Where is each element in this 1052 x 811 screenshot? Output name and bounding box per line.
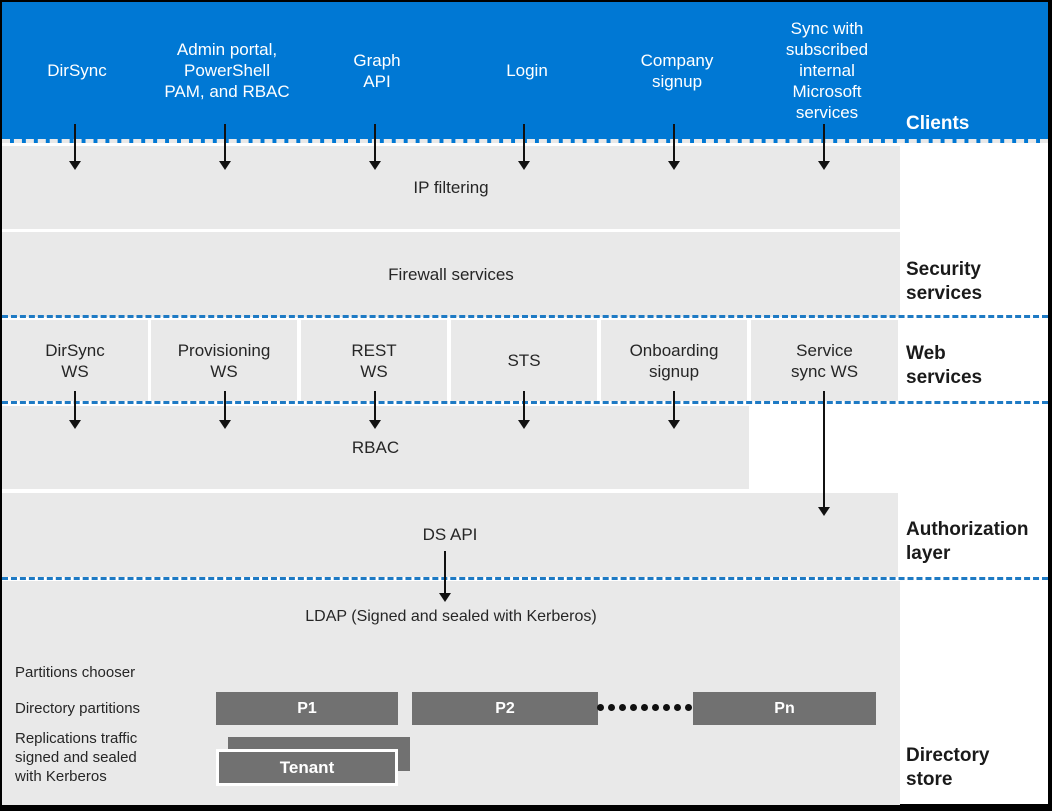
- arrow-ws-dirsync-icon: [74, 391, 76, 421]
- partition-p2: P2: [412, 692, 598, 725]
- ldap-label: LDAP (Signed and sealed with Kerberos): [305, 608, 597, 625]
- directory-partitions-label: Directory partitions: [15, 700, 141, 717]
- ws-service-sync: Service sync WS: [751, 320, 898, 401]
- replication-note-label: Replications traffic signed and sealed w…: [15, 730, 138, 785]
- arrow-signup-down-icon: [673, 124, 675, 162]
- arrow-ws-sts-icon: [523, 391, 525, 421]
- dashed-line-auth-store: [2, 577, 1048, 580]
- dashed-line-web-auth: [2, 401, 1048, 404]
- section-label-authorization: Authorization layer: [906, 519, 1029, 564]
- clients-band: DirSync Admin portal, PowerShell PAM, an…: [2, 2, 1048, 143]
- partitions-chooser-label: Partitions chooser: [15, 664, 136, 681]
- arrow-service-sync-long-icon: [823, 391, 825, 508]
- client-company-signup: Company signup: [640, 50, 714, 91]
- ellipsis-dots-icon: [597, 704, 692, 711]
- section-label-clients: Clients: [906, 113, 970, 134]
- ws-sts: STS: [451, 320, 597, 401]
- arrow-ws-provisioning-icon: [224, 391, 226, 421]
- ws-rest: REST WS: [301, 320, 447, 401]
- web-services-row: DirSync WS Provisioning WS REST WS STS O…: [0, 320, 900, 401]
- ws-provisioning: Provisioning WS: [151, 320, 297, 401]
- arrow-ws-onboarding-icon: [673, 391, 675, 421]
- ds-api-band: DS API: [2, 493, 898, 577]
- partition-pn: Pn: [693, 692, 876, 725]
- ip-filtering-band: IP filtering: [2, 146, 900, 229]
- arrow-ws-rest-icon: [374, 391, 376, 421]
- firewall-band: Firewall services: [2, 232, 900, 317]
- client-sync-internal: Sync with subscribed internal Microsoft …: [785, 19, 869, 122]
- arrow-admin-down-icon: [224, 124, 226, 162]
- partition-p1: P1: [216, 692, 398, 725]
- arrow-login-down-icon: [523, 124, 525, 162]
- section-label-security: Security services: [906, 259, 983, 304]
- ws-dirsync: DirSync WS: [2, 320, 148, 401]
- section-label-web-services: Web services: [906, 343, 983, 388]
- ws-onboarding: Onboarding signup: [601, 320, 747, 401]
- dashed-line-security-web: [2, 315, 1048, 318]
- arrow-dirsync-down-icon: [74, 124, 76, 162]
- section-label-directory-store: Directory store: [906, 745, 990, 790]
- client-graph-api: Graph API: [353, 50, 401, 91]
- tenant-box: Tenant: [216, 749, 398, 786]
- client-admin-portal: Admin portal, PowerShell PAM, and RBAC: [164, 40, 290, 101]
- client-login: Login: [506, 61, 548, 80]
- arrow-graph-down-icon: [374, 124, 376, 162]
- arrow-dsapi-ldap-icon: [444, 551, 446, 594]
- client-dirsync: DirSync: [47, 61, 107, 80]
- arrow-sync-down-icon: [823, 124, 825, 162]
